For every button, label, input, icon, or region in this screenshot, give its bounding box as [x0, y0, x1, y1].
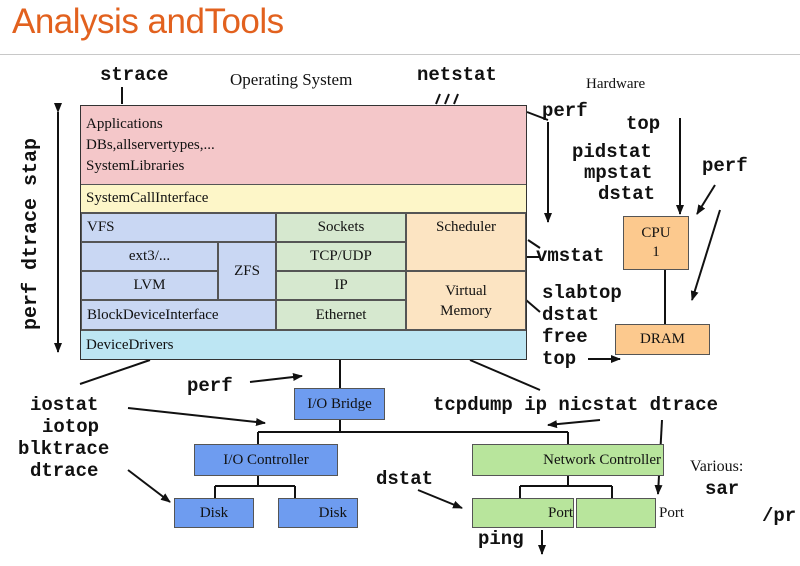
- tool-pidstat: pidstat: [572, 141, 652, 163]
- operating-system-frame: [80, 105, 527, 360]
- tool-free: free: [542, 326, 588, 348]
- scheduler-layer: Scheduler: [406, 213, 526, 271]
- vmem-line-2: Memory: [440, 302, 492, 319]
- network-controller-box: Network Controller: [472, 444, 664, 476]
- blk-arrow: [127, 469, 171, 503]
- io-bridge-box: I/O Bridge: [294, 388, 385, 420]
- ethernet-layer: Ethernet: [276, 300, 406, 330]
- sockets-layer: Sockets: [276, 213, 406, 242]
- perf-dram-arrow: [690, 209, 721, 301]
- tool-perf-dtrace-stap: perf dtrace stap: [20, 137, 43, 330]
- port-box-2: Port: [576, 498, 684, 528]
- vmstat-line: [527, 239, 541, 249]
- apps-line-3: SystemLibraries: [86, 157, 185, 174]
- tool-dstat-disk: dstat: [376, 468, 434, 490]
- title-divider: [0, 54, 800, 55]
- syscall-interface: SystemCallInterface: [81, 184, 526, 213]
- tool-iostat: iostat: [30, 394, 99, 416]
- dstat-disk-arrow: [417, 489, 463, 509]
- cpu-label: CPU: [641, 225, 671, 241]
- net-tools-arrow: [547, 419, 601, 429]
- lvm-layer: LVM: [81, 271, 218, 300]
- port-2-label: Port: [659, 504, 685, 521]
- netstat-tick-1: [435, 93, 441, 105]
- tool-netstat: netstat: [417, 64, 497, 86]
- tool-dtrace-io: dtrace: [30, 460, 99, 482]
- port-box-1: Port: [472, 498, 574, 528]
- tool-slabtop: slabtop: [542, 282, 622, 304]
- ip-layer: IP: [276, 271, 406, 300]
- tcpudp-layer: TCP/UDP: [276, 242, 406, 271]
- tool-ping: ping: [478, 528, 524, 550]
- vmem-line-1: Virtual: [445, 282, 487, 299]
- perf-top-arrow: [526, 111, 549, 121]
- tool-top: top: [626, 113, 661, 135]
- tool-mpstat: mpstat: [584, 162, 653, 184]
- io-controller-box: I/O Controller: [194, 444, 338, 476]
- cpu-number: 1: [652, 244, 660, 260]
- block-device-interface: BlockDeviceInterface: [81, 300, 276, 330]
- perf-cpu-arrow: [696, 184, 716, 215]
- tool-perf-io: perf: [187, 375, 233, 397]
- tool-sar: sar: [705, 478, 740, 500]
- disk-box-2: Disk: [278, 498, 358, 528]
- device-drivers-layer: DeviceDrivers: [81, 330, 526, 359]
- dram-box: DRAM: [615, 324, 710, 355]
- disk-box-1: Disk: [174, 498, 254, 528]
- os-label: Operating System: [230, 70, 353, 89]
- slide-title: Analysis andTools: [12, 2, 284, 41]
- iostat-arrow: [127, 407, 266, 426]
- tool-top-mem: top: [542, 348, 577, 370]
- tool-perf-top: perf: [542, 100, 588, 122]
- tool-dstat-mem: dstat: [542, 304, 600, 326]
- applications-layer: Applications DBs,allservertypes,... Syst…: [81, 106, 526, 184]
- tool-perf-cpu: perf: [702, 155, 748, 177]
- perf-io-arrow: [249, 373, 303, 383]
- hardware-label: Hardware: [586, 76, 646, 92]
- vfs-layer: VFS: [81, 213, 276, 242]
- tool-vmstat: vmstat: [536, 245, 605, 267]
- tool-strace: strace: [100, 64, 169, 86]
- tool-iotop: iotop: [42, 416, 100, 438]
- tool-net-group: tcpdump ip nicstat dtrace: [433, 394, 719, 416]
- cpu-box: CPU 1: [623, 216, 689, 270]
- virtual-memory-layer: Virtual Memory: [406, 271, 526, 330]
- apps-line-1: Applications: [86, 115, 163, 132]
- tool-dstat-cpu: dstat: [598, 183, 656, 205]
- tool-blktrace: blktrace: [18, 438, 110, 460]
- ext3-layer: ext3/...: [81, 242, 218, 271]
- apps-line-2: DBs,allservertypes,...: [86, 136, 215, 153]
- zfs-layer: ZFS: [218, 242, 276, 300]
- various-label: Various:: [690, 458, 744, 475]
- tool-proc: /pr: [762, 505, 797, 527]
